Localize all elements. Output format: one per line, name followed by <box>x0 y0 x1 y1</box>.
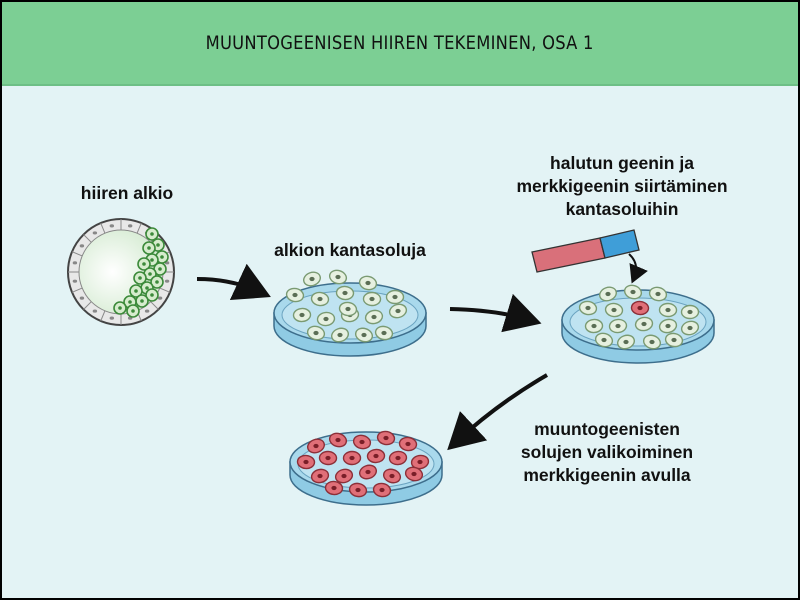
petri-dish-stem-cells <box>273 269 427 357</box>
label-embryonic-stem-cells: alkion kantasoluja <box>274 240 426 260</box>
label-cell-selection: muuntogeenisten solujen valikoiminen mer… <box>487 418 727 487</box>
petri-dish-gene-transfer <box>561 284 715 364</box>
arrow-dish-to-dish <box>449 293 542 333</box>
arrow-embryo-to-dish <box>196 263 271 301</box>
label-cell-selection-line-1: muuntogeenisten <box>534 419 680 439</box>
label-mouse-embryo: hiiren alkio <box>80 183 174 203</box>
label-gene-transfer: halutun geenin ja merkkigeenin siirtämin… <box>492 152 752 221</box>
mouse-embryo-illustration <box>67 218 175 326</box>
label-cell-selection-line-3: merkkigeenin avulla <box>523 465 691 485</box>
label-gene-transfer-line-3: kantasoluihin <box>565 199 679 219</box>
arrow-gene-into-dish <box>628 253 648 284</box>
gene-construct-icon <box>531 229 640 273</box>
label-gene-transfer-line-2: merkkigeenin siirtäminen <box>516 176 728 196</box>
page-title: MUUNTOGEENISEN HIIREN TEKEMINEN, OSA 1 <box>205 32 595 54</box>
label-gene-transfer-line-1: halutun geenin ja <box>550 153 694 173</box>
petri-dish-selected-cells <box>289 430 443 506</box>
header-bar: MUUNTOGEENISEN HIIREN TEKEMINEN, OSA 1 <box>2 2 798 86</box>
arrow-dish-to-selected <box>447 373 549 451</box>
label-cell-selection-line-2: solujen valikoiminen <box>520 442 694 462</box>
